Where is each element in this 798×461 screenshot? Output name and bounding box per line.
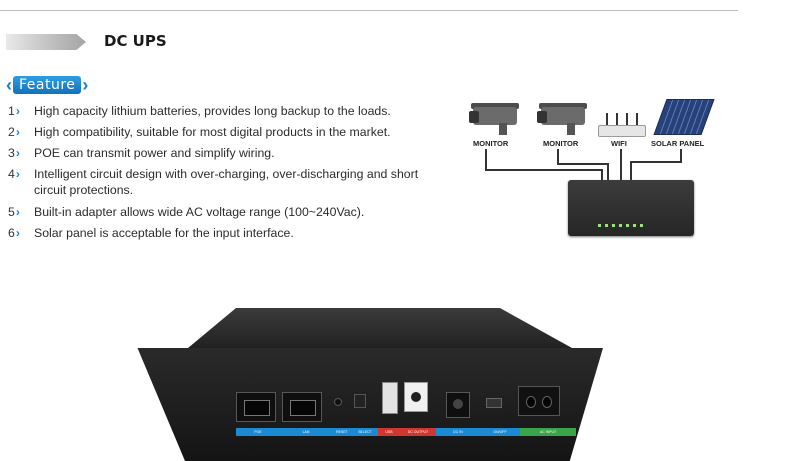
feature-text: Solar panel is acceptable for the input … [34, 226, 294, 240]
wire [557, 163, 609, 165]
port-label: ON/OFF [480, 428, 520, 436]
wire [601, 169, 603, 181]
wire [485, 149, 487, 171]
ups-unit-icon [568, 180, 694, 236]
feature-text: Intelligent circuit design with over-cha… [34, 167, 419, 197]
feature-number: 1 [8, 104, 15, 118]
arrow-icon: › [15, 104, 20, 118]
ac-input-socket [518, 386, 560, 416]
arrow-icon: › [15, 226, 20, 240]
arrow-icon: › [15, 146, 20, 160]
feature-number: 5 [8, 205, 15, 219]
port-label: USB [378, 428, 400, 436]
port-label: SELECT [352, 428, 378, 436]
feature-number: 2 [8, 125, 15, 139]
diagram-label-wifi: WIFI [611, 139, 627, 148]
select-switch [354, 394, 366, 408]
arrow-icon: › [15, 125, 20, 139]
dc-input-port [446, 392, 470, 418]
title-arrow-bar [6, 34, 86, 50]
feature-text: POE can transmit power and simplify wiri… [34, 146, 275, 160]
wire [485, 169, 603, 171]
usb-port [382, 382, 398, 414]
feature-item: 5› Built-in adapter allows wide AC volta… [8, 204, 448, 220]
wire [630, 161, 632, 181]
connection-diagram: MONITOR MONITOR WIFI SOLAR PANEL [465, 95, 765, 245]
feature-item: 1› High capacity lithium batteries, prov… [8, 103, 448, 119]
feature-number: 6 [8, 226, 15, 240]
feature-number: 4 [8, 167, 15, 181]
port-label: DC IN [436, 428, 480, 436]
diagram-label-monitor-1: MONITOR [473, 139, 509, 148]
dc-ups-device-photo: POE LAN RESET SELECT USB DC OUTPUT DC IN… [128, 300, 603, 461]
page-title: DC UPS [104, 32, 167, 50]
top-divider [0, 10, 738, 11]
wire [607, 163, 609, 181]
arrow-icon: › [15, 205, 20, 219]
feature-list: 1› High capacity lithium batteries, prov… [8, 103, 448, 246]
chevron-left-icon: ‹ [6, 75, 12, 95]
poe-port [236, 392, 276, 422]
rear-port-panel [236, 382, 566, 439]
feature-item: 2› High compatibility, suitable for most… [8, 124, 448, 140]
wire [620, 149, 622, 181]
arrow-icon: › [15, 167, 20, 181]
feature-item: 6› Solar panel is acceptable for the inp… [8, 225, 448, 241]
feature-text: Built-in adapter allows wide AC voltage … [34, 205, 365, 219]
power-switch [486, 398, 502, 408]
wire [557, 149, 559, 165]
reset-button [334, 398, 342, 406]
diagram-label-monitor-2: MONITOR [543, 139, 579, 148]
wifi-router-icon [598, 113, 646, 137]
diagram-label-solar: SOLAR PANEL [651, 139, 705, 148]
feature-item: 3› POE can transmit power and simplify w… [8, 145, 448, 161]
feature-text: High capacity lithium batteries, provide… [34, 104, 391, 118]
feature-text: High compatibility, suitable for most di… [34, 125, 391, 139]
camera-icon [469, 103, 521, 135]
port-label-strip: POE LAN RESET SELECT USB DC OUTPUT DC IN… [236, 428, 576, 436]
port-label: RESET [332, 428, 352, 436]
dc-output-port [404, 382, 428, 412]
solar-panel-icon [653, 99, 715, 135]
feature-item: 4› Intelligent circuit design with over-… [8, 166, 448, 198]
wire [630, 161, 682, 163]
port-label: DC OUTPUT [400, 428, 436, 436]
feature-number: 3 [8, 146, 15, 160]
feature-badge: ‹ Feature › [6, 74, 88, 96]
feature-label: Feature [13, 76, 82, 94]
camera-icon [537, 103, 589, 135]
port-label: AC INPUT [520, 428, 576, 436]
lan-port [282, 392, 322, 422]
port-label: LAN [280, 428, 332, 436]
led-indicators [598, 224, 646, 227]
chevron-right-icon: › [82, 75, 89, 95]
device-top-cover [183, 308, 580, 352]
port-label: POE [236, 428, 280, 436]
wire [680, 149, 682, 163]
